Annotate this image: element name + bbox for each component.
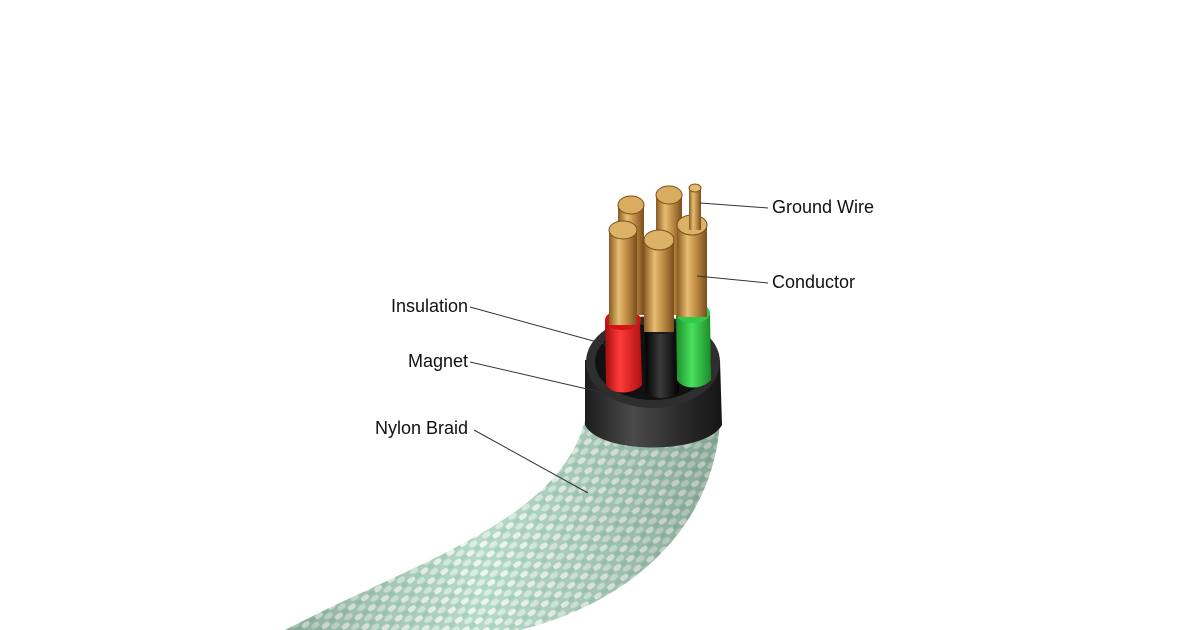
ground-wire: [688, 183, 702, 230]
insulation-leader: [469, 306, 609, 346]
magnet-label: Magnet: [408, 351, 469, 371]
nylon-braid: [285, 420, 720, 630]
copper-conductors: [608, 185, 708, 332]
leader-lines: [469, 202, 769, 494]
conductor-leader: [696, 275, 769, 284]
insulation-label: Insulation: [391, 296, 469, 316]
magnet-leader: [469, 361, 601, 393]
nylon-braid-leader: [473, 429, 589, 494]
nylon-braid-label: Nylon Braid: [375, 418, 469, 438]
ground-wire-label: Ground Wire: [772, 197, 875, 217]
ground-wire-leader: [699, 202, 769, 209]
conductor-label: Conductor: [772, 272, 856, 292]
